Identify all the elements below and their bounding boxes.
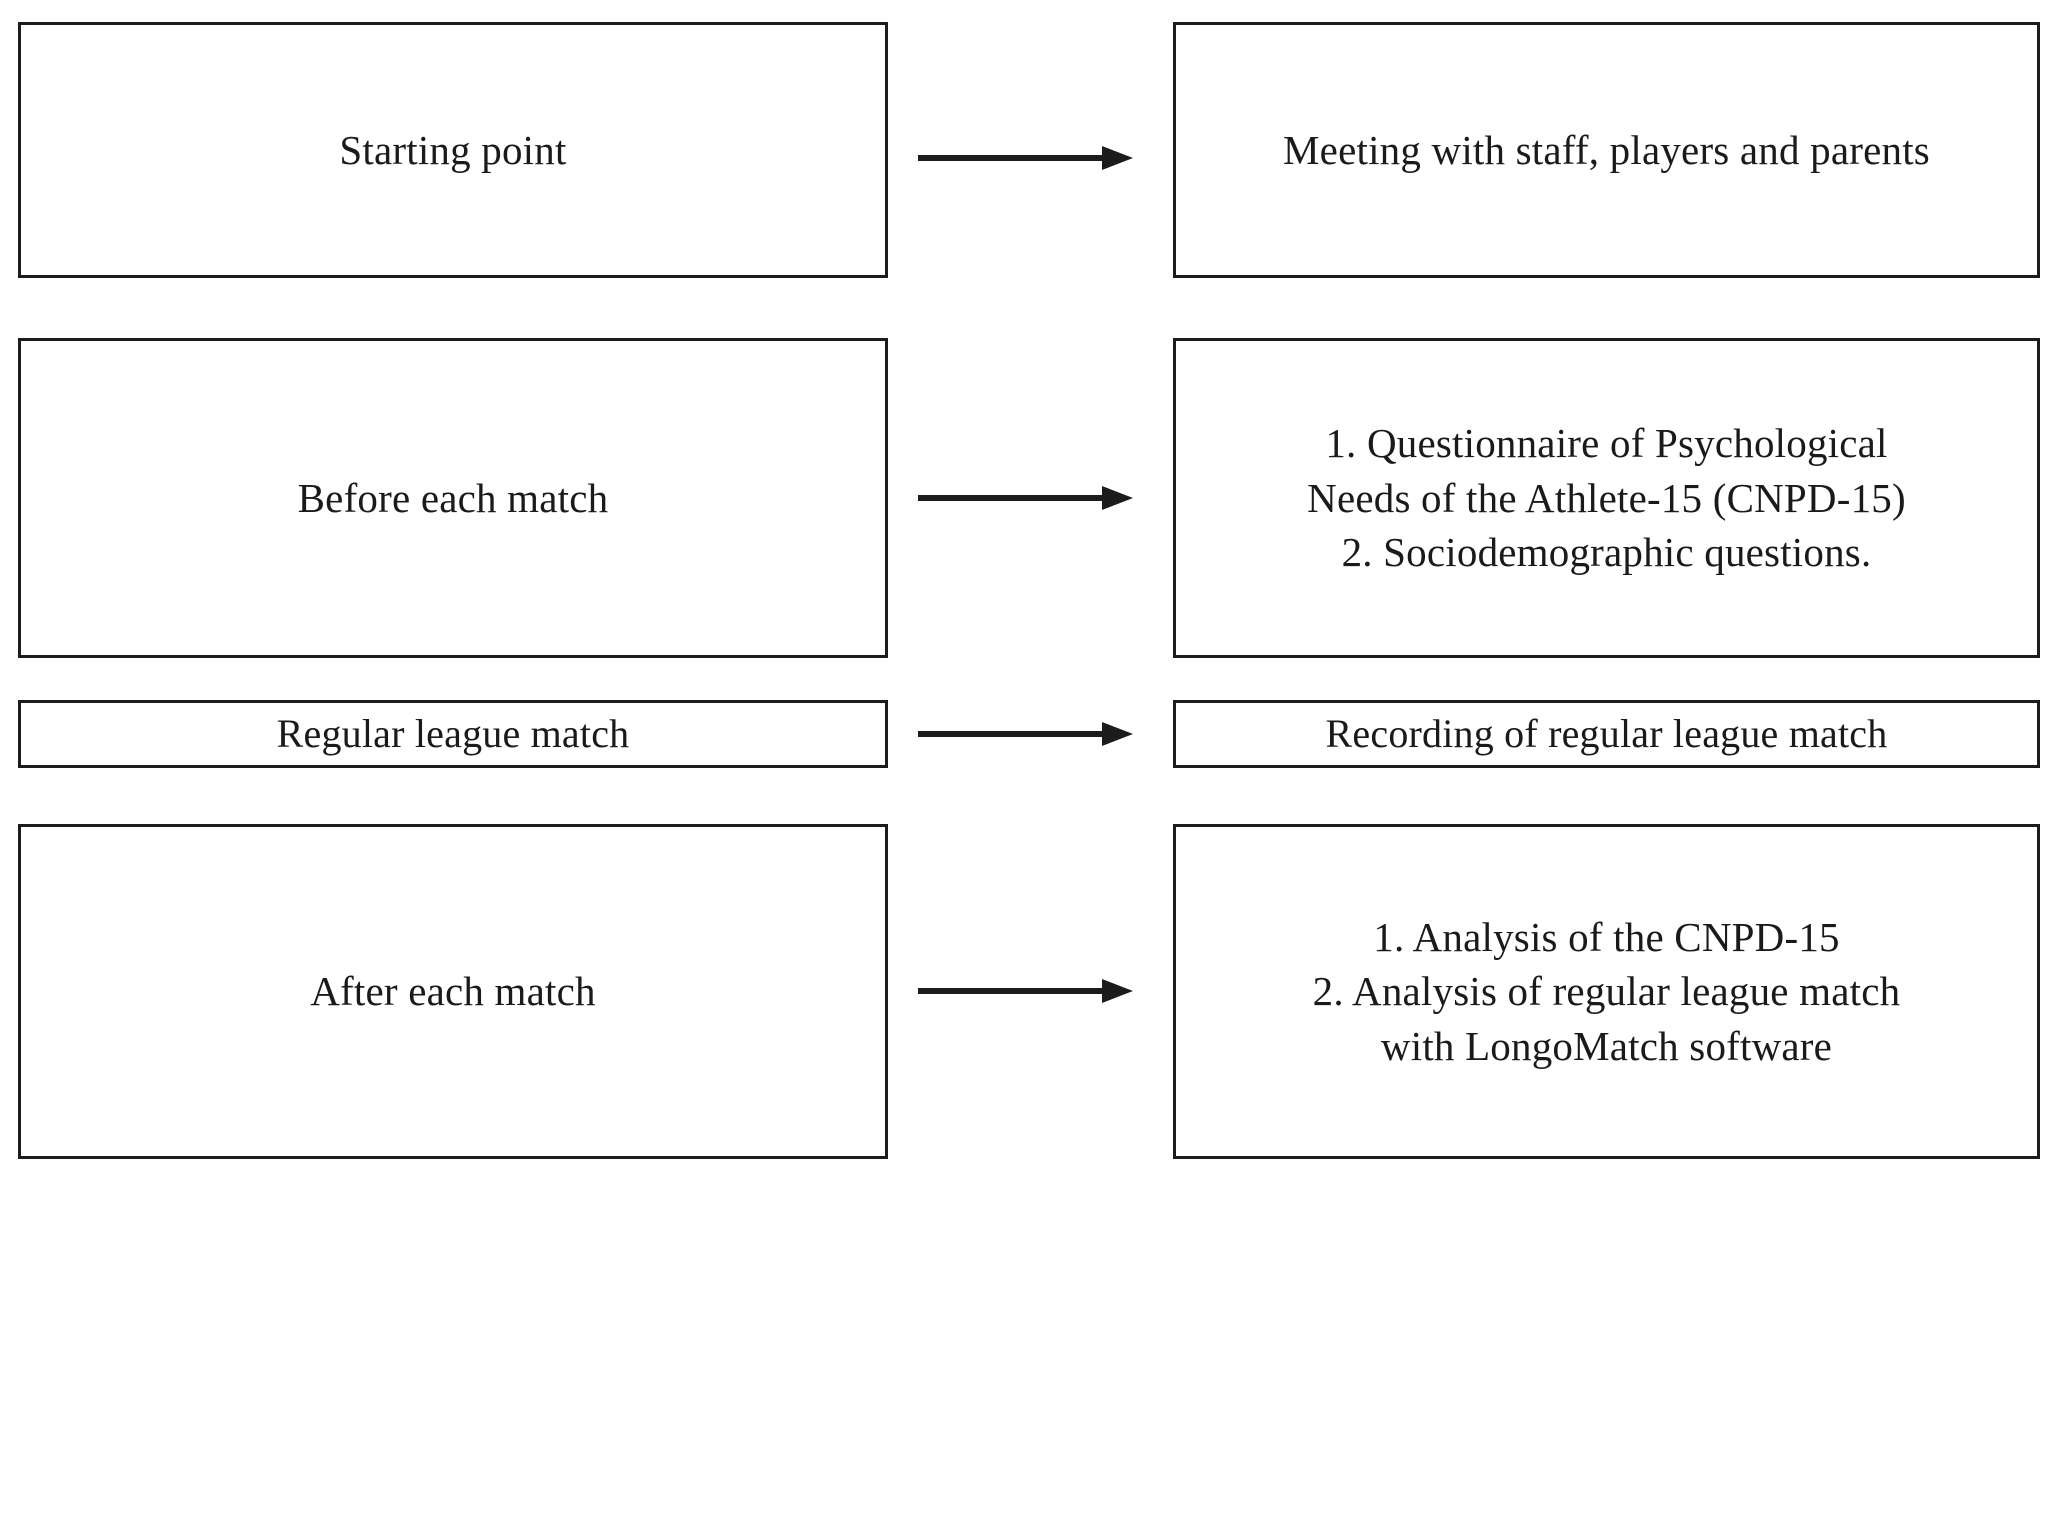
node-before-each-match: Before each match — [18, 338, 888, 658]
arrow-right-icon — [918, 974, 1133, 1008]
node-label: 1. Analysis of the CNPD-15 2. Analysis o… — [1312, 913, 1901, 1069]
node-label: Before each match — [297, 474, 609, 521]
node-pre-match-instruments: 1. Questionnaire of Psychological Needs … — [1173, 338, 2040, 658]
node-label: 1. Questionnaire of Psychological Needs … — [1307, 420, 1906, 576]
node-label: Recording of regular league match — [1325, 711, 1888, 757]
arrow-right-icon — [918, 141, 1133, 175]
node-recording-of-match: Recording of regular league match — [1173, 700, 2040, 768]
node-label: After each match — [310, 968, 596, 1015]
node-meeting-staff-players-parents: Meeting with staff, players and parents — [1173, 22, 2040, 278]
node-after-each-match: After each match — [18, 824, 888, 1159]
node-label: Regular league match — [276, 711, 630, 757]
arrow-right-icon — [918, 481, 1133, 515]
node-post-match-analysis: 1. Analysis of the CNPD-15 2. Analysis o… — [1173, 824, 2040, 1159]
node-label: Meeting with staff, players and parents — [1283, 126, 1930, 173]
node-regular-league-match: Regular league match — [18, 700, 888, 768]
arrow-right-icon — [918, 717, 1133, 751]
node-starting-point: Starting point — [18, 22, 888, 278]
node-label: Starting point — [339, 126, 567, 173]
